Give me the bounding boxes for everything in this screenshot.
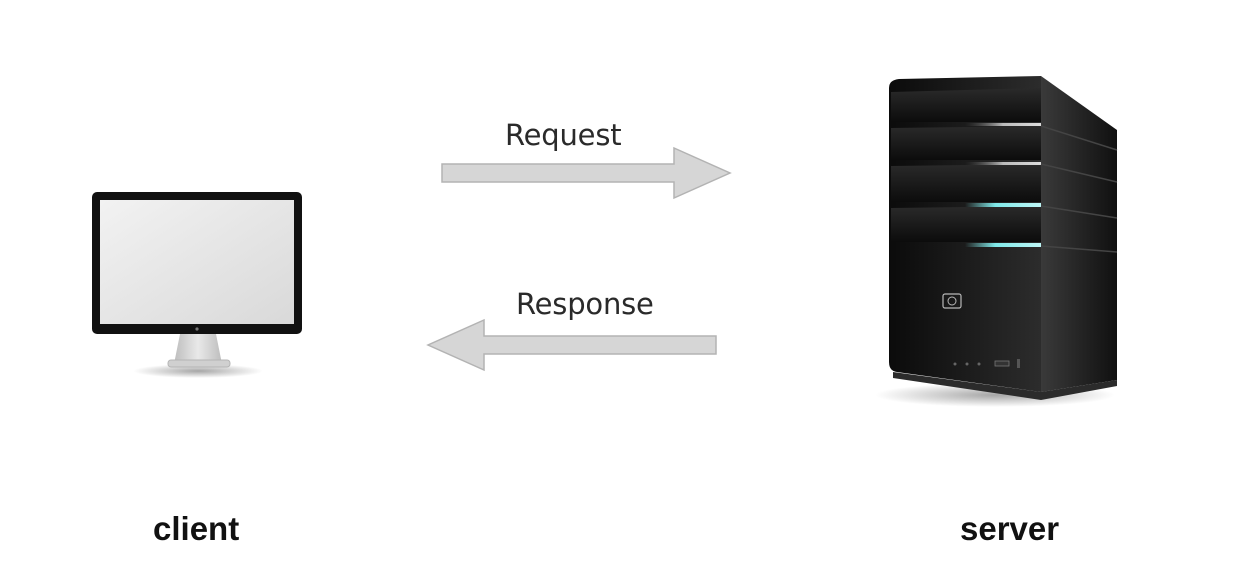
monitor-icon — [92, 192, 302, 378]
response-label: Response — [516, 287, 654, 321]
server-label: server — [960, 510, 1060, 547]
response-arrow — [426, 318, 717, 372]
tower-server-icon — [875, 76, 1118, 407]
request-arrow — [441, 146, 732, 200]
client-label: client — [153, 510, 240, 547]
request-label: Request — [505, 118, 622, 152]
